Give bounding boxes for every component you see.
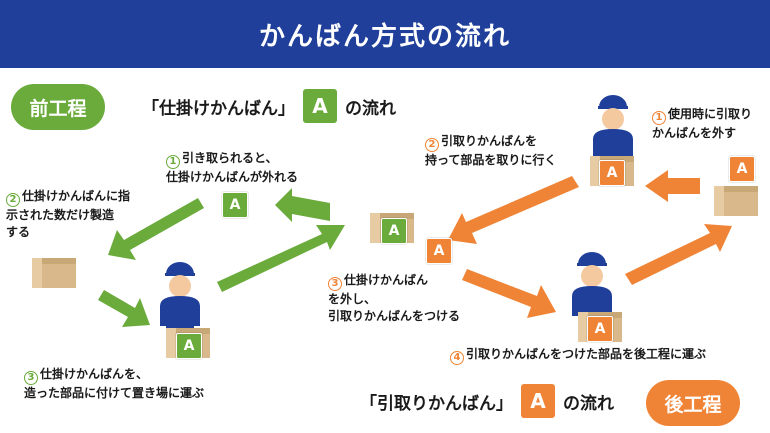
pickup-kanban-flow-before: 「引取りかんばん」 xyxy=(360,393,513,414)
parts-box-storage-left xyxy=(32,258,76,288)
arrow-green-4 xyxy=(217,225,345,292)
arrow-orange-3 xyxy=(462,269,556,318)
arrow-orange-2 xyxy=(448,176,579,244)
step-green-2-text: 仕掛けかんばんに指 示された数だけ製造 する xyxy=(6,189,131,239)
kanban-card-orange-post: A xyxy=(729,156,755,182)
kanban-card-green-carried: A xyxy=(176,333,202,359)
step-orange-4-text: 引取りかんばんをつけた部品を後工程に運ぶ xyxy=(466,347,707,361)
step-green-1-text: 引き取られると、 仕掛けかんばんが外れる xyxy=(166,151,299,184)
parts-box-post-process xyxy=(714,186,758,216)
post-process-label: 後工程 xyxy=(646,380,740,426)
step-green-3-text: 仕掛けかんばんを、 造った部品に付けて置き場に運ぶ xyxy=(24,367,205,400)
step-orange-3-text: 仕掛けかんばん を外し、 引取りかんばんをつける xyxy=(328,273,461,323)
pickup-kanban-flow-title: 「引取りかんばん」 A の流れ xyxy=(360,384,614,418)
work-kanban-flow-title: 「仕掛けかんばん」 A の流れ xyxy=(142,89,396,123)
arrow-green-3 xyxy=(98,290,150,327)
header-bar: かんばん方式の流れ xyxy=(0,0,770,68)
arrow-green-2 xyxy=(108,198,204,260)
kanban-card-green-free: A xyxy=(222,192,248,218)
step-orange-4-number: 4 xyxy=(450,350,464,365)
work-kanban-flow-after: の流れ xyxy=(345,98,396,119)
kanban-card-orange-delivery: A xyxy=(587,316,613,342)
work-kanban-badge: A xyxy=(303,89,337,123)
step-orange-1-number: 1 xyxy=(652,110,666,125)
work-kanban-flow-before: 「仕掛けかんばん」 xyxy=(142,98,295,119)
step-green-3-number: 3 xyxy=(24,370,38,385)
arrow-orange-1 xyxy=(645,170,700,202)
step-orange-3-number: 3 xyxy=(328,276,342,291)
kanban-card-orange-pickup: A xyxy=(599,160,625,186)
pre-process-label: 前工程 xyxy=(11,84,105,130)
arrow-green-1 xyxy=(275,188,330,222)
kanban-card-orange-free: A xyxy=(426,238,452,264)
step-orange-2-text: 引取りかんばんを 持って部品を取りに行く xyxy=(425,134,557,167)
step-orange-2-number: 2 xyxy=(425,137,439,152)
step-green-1-number: 1 xyxy=(166,154,180,169)
step-orange-1-text: 使用時に引取り かんばんを外す xyxy=(652,107,753,140)
kanban-card-green-center: A xyxy=(381,218,407,244)
pickup-kanban-flow-after: の流れ xyxy=(563,393,614,414)
step-green-2-number: 2 xyxy=(6,192,20,207)
page-title: かんばん方式の流れ xyxy=(258,21,511,52)
pickup-kanban-badge: A xyxy=(521,384,555,418)
arrow-orange-4 xyxy=(625,224,732,285)
